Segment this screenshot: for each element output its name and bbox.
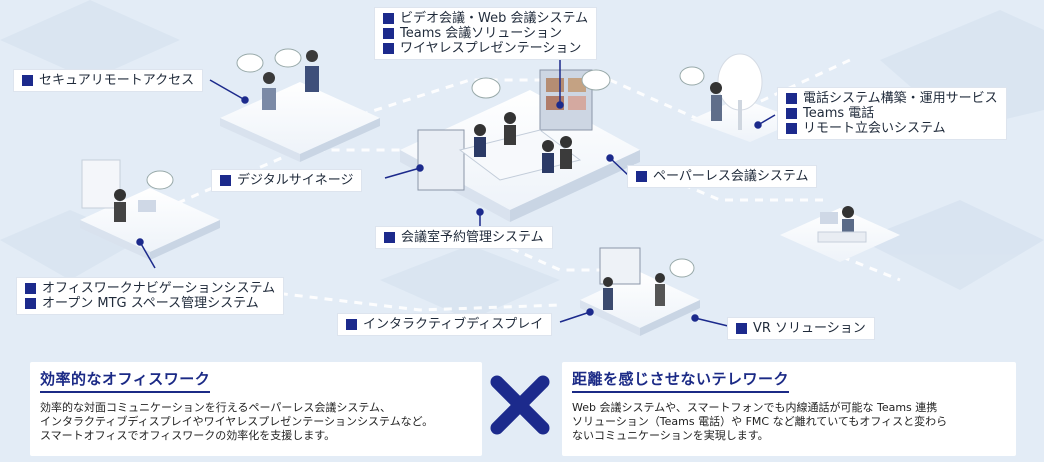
label-line: セキュアリモートアクセス [39, 73, 195, 88]
panel-line: Web 会議システムや、スマートフォンでも内線通話が可能な Teams 連携 [572, 401, 938, 414]
label-room-booking: 会議室予約管理システム [376, 227, 552, 248]
label-line: 電話システム構築・運用サービス [803, 91, 998, 106]
label-line: Teams 電話 [803, 106, 875, 121]
label-vr-solution: VR ソリューション [728, 318, 874, 339]
secure-remote-tile [220, 48, 380, 162]
panel-title: 距離を感じさせないテレワーク [572, 368, 790, 393]
panel-body: 効率的な対面コミュニケーションを行えるペーパーレス会議システム、 インタラクティ… [40, 401, 472, 443]
office-nav-tile [80, 159, 220, 260]
label-interactive-display: インタラクティブディスプレイ [338, 314, 552, 335]
label-line: リモート立会いシステム [803, 121, 946, 136]
label-line: ビデオ会議・Web 会議システム [400, 11, 589, 26]
label-digital-signage: デジタルサイネージ [212, 170, 362, 191]
panel-office-work: 効率的なオフィスワーク 効率的な対面コミュニケーションを行えるペーパーレス会議シ… [30, 362, 482, 456]
interactive-tile [580, 247, 700, 336]
label-line: オープン MTG スペース管理システム [42, 296, 259, 311]
panel-body: Web 会議システムや、スマートフォンでも内線通話が可能な Teams 連携 ソ… [572, 401, 1006, 443]
label-secure-remote: セキュアリモートアクセス [14, 70, 203, 91]
panel-telework: 距離を感じさせないテレワーク Web 会議システムや、スマートフォンでも内線通話… [562, 362, 1016, 456]
label-line: デジタルサイネージ [237, 173, 354, 188]
label-office-navigation: オフィスワークナビゲーションシステム オープン MTG スペース管理システム [17, 278, 284, 314]
label-line: ワイヤレスプレゼンテーション [400, 41, 582, 56]
label-line: 会議室予約管理システム [401, 230, 544, 245]
label-line: インタラクティブディスプレイ [363, 317, 544, 332]
panel-line: ないコミュニケーションを実現します。 [572, 429, 769, 442]
label-video-conference: ビデオ会議・Web 会議システム Teams 会議ソリューション ワイヤレスプレ… [375, 8, 597, 59]
panel-line: スマートオフィスでオフィスワークの効率化を支援します。 [40, 429, 336, 442]
label-line: VR ソリューション [753, 321, 866, 336]
conference-tile [400, 69, 640, 222]
label-line: Teams 会議ソリューション [400, 26, 563, 41]
panel-line: ソリューション（Teams 電話）や FMC など離れていてもオフィスと変わら [572, 415, 948, 428]
cross-icon [490, 375, 550, 435]
phone-tile [679, 53, 800, 142]
panel-title: 効率的なオフィスワーク [40, 368, 211, 393]
label-line: ペーパーレス会議システム [653, 169, 809, 184]
panel-line: インタラクティブディスプレイやワイヤレスプレゼンテーションシステムなど。 [40, 415, 434, 428]
panel-line: 効率的な対面コミュニケーションを行えるペーパーレス会議システム、 [40, 401, 392, 414]
label-paperless: ペーパーレス会議システム [628, 166, 817, 187]
label-phone-system: 電話システム構築・運用サービス Teams 電話 リモート立会いシステム [778, 88, 1006, 139]
label-line: オフィスワークナビゲーションシステム [42, 281, 276, 296]
vr-tile [780, 206, 900, 262]
